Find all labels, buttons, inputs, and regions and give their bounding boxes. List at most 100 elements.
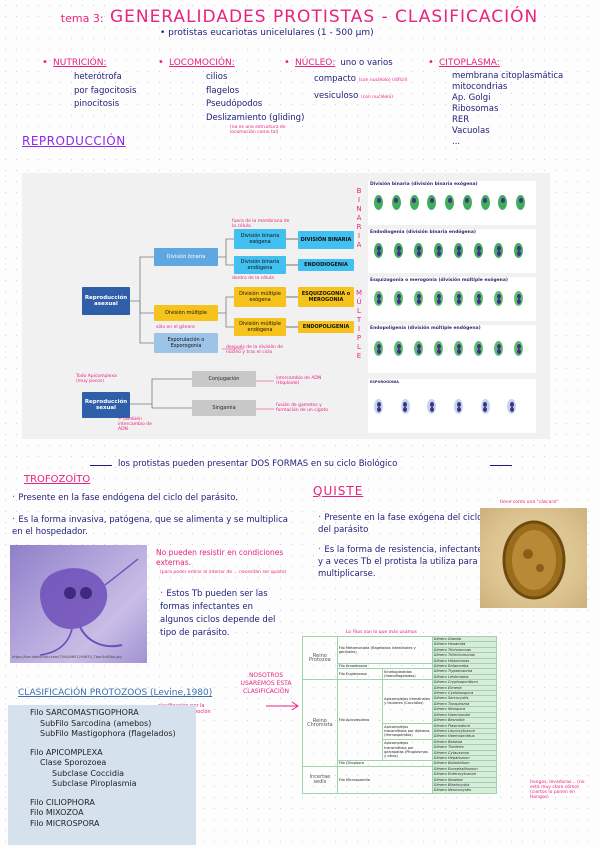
table-note: Lo Filos son lo que más usamos — [346, 630, 417, 635]
genus-cell: Género Tritrichomonas — [431, 652, 498, 659]
cell-icon — [494, 341, 503, 356]
genus-cell: Género Trypanosoma — [431, 668, 498, 675]
cell-icon — [394, 291, 403, 306]
cell-icon — [454, 399, 463, 414]
cell-icon — [427, 399, 437, 414]
subgroup-cell: Apicomplejos transmitidos por garrapatas… — [382, 738, 433, 762]
trofozoito-b2: · Es la forma invasiva, patógena, que se… — [12, 514, 289, 537]
incertae-sedis: Incertae sedis — [302, 765, 338, 794]
panel-esporogonia: ESPOROGONIA — [368, 379, 536, 433]
cell-icon — [494, 243, 503, 258]
cell-icon — [474, 341, 483, 356]
genus-cell: Género Leucocytozoon — [431, 727, 498, 735]
citoplasma-head: CITOPLASMA: — [439, 58, 500, 68]
genus-cell: Género Plasmodium — [431, 722, 498, 729]
genus-cell: Género Entamoeba — [431, 662, 498, 670]
panel-division-binaria: División binaria (división binaria exóge… — [368, 181, 536, 225]
clasificacion-list: Filo SARCOMASTIGOPHORA SubFilo Sarcodina… — [30, 708, 190, 829]
note-binexo: fuera de la membrana de la célula — [232, 219, 290, 229]
cell-icon — [414, 291, 423, 306]
subtitle: • protistas eucariotas unicelulares (1 -… — [160, 28, 374, 38]
cell-icon — [414, 243, 423, 258]
list-item: SubFilo Mastigophora (flagelados) — [40, 729, 176, 738]
diagram-connectors — [130, 238, 433, 410]
table-row: Género Cystoisospora — [303, 690, 498, 697]
list-item: compacto (con nucléolo) (difícil) — [314, 73, 408, 84]
table-row: Género Leishmania — [303, 673, 498, 681]
note-sexual2: + también intercambio de ADN — [118, 417, 152, 432]
genus-cell: Género Neospora — [431, 706, 498, 713]
cell-icon — [434, 341, 443, 356]
table-row: Género Toxoplasma — [303, 700, 498, 708]
nucleo-suffix: uno o varios — [340, 58, 393, 68]
nucleo-block: • NÚCLEO: uno o varios compacto (con nuc… — [284, 50, 408, 104]
list-item: Filo SARCOMASTIGOPHORA — [30, 708, 139, 717]
table-row: Género Histomonas — [303, 657, 498, 665]
quiste-b1: · Presente en la fase exógena del ciclo … — [318, 512, 483, 535]
cell-icon — [391, 195, 401, 210]
cyst-illustration — [502, 520, 566, 600]
banner-text: los protistas pueden presentar DOS FORMA… — [118, 459, 398, 469]
note-singamia: fusión de gametos y formación de un cigo… — [276, 403, 329, 413]
cell-icon — [454, 341, 463, 356]
cell-icon — [494, 291, 503, 306]
reino-chromista: Reino Chromista — [302, 679, 338, 767]
cell-icon — [374, 291, 383, 306]
genus-cell: Género Neumocystis — [431, 787, 498, 794]
list-item: RER — [452, 115, 470, 125]
table-row: Género Neospora — [303, 706, 498, 713]
cell-icon — [474, 291, 483, 306]
cell-icon — [374, 243, 383, 258]
table-row: Género Neumocystis — [303, 787, 498, 794]
node-repro-asexual: Reproducción asexual — [82, 287, 130, 315]
list-item: membrana citoplasmática — [452, 71, 564, 81]
cell-icon — [414, 341, 423, 356]
table-row: Género Hepatozoon — [303, 754, 498, 762]
list-item: Clase Sporozoea — [40, 758, 107, 767]
nucleo-head: NÚCLEO: — [295, 58, 336, 68]
page-title: tema 3: GENERALIDADES PROTISTAS - CLASIF… — [0, 7, 599, 27]
node-binaria-exogena: División binaria exógena — [234, 229, 286, 249]
vert-label-binaria: BINARIA — [355, 187, 363, 250]
trofozoito-title: TROFOZOÍTO — [24, 474, 91, 485]
quiste-title: QUISTE — [313, 484, 364, 498]
genus-cell: Género Besnoitia — [431, 717, 498, 724]
genus-cell: Género Encephalitozoon — [431, 765, 498, 773]
node-multiple-endogena: División múltiple endógena — [234, 318, 286, 336]
cell-icon — [445, 195, 455, 210]
node-singamia: Singamia — [192, 400, 256, 416]
note-binendo: dentro de la célula — [232, 276, 275, 281]
table-row: Género Trichomonas — [303, 646, 498, 654]
table-row: Género Hammondia — [303, 711, 498, 719]
genus-cell: Género Hepatozoon — [431, 754, 498, 762]
trofozoito-note2: (para poder entrar al interior de ... ne… — [160, 570, 287, 575]
list-item: Ribosomas — [452, 104, 499, 114]
list-item: Subclase Coccidia — [52, 768, 125, 778]
table-row: Género Haemoproteus — [303, 733, 498, 740]
genus-cell: Género Haemoproteus — [431, 733, 498, 740]
list-item: cilios — [206, 72, 228, 82]
vert-label-multiple: MÚLTIPLE — [355, 289, 363, 361]
reino-protozoa: Reino Protozoa — [302, 635, 338, 681]
list-item: heterótrofa — [74, 72, 122, 82]
cell-icon — [434, 291, 443, 306]
table-row: Apicomplejos transmitidos por garrapatas… — [303, 738, 498, 762]
panel-title: Esquizogonia o merogonia (división múlti… — [370, 278, 508, 283]
genus-cell: Género Histomonas — [431, 657, 498, 665]
list-item: Vacuolas — [452, 126, 490, 136]
out-esquizogonia: ESQUIZOGONIA o MEROGONIA — [298, 287, 354, 307]
note-conjugacion: intercambio de ADN (Haploide) — [276, 376, 322, 386]
table-row: Apicomplejos transmitidos por dípteros (… — [303, 722, 498, 740]
list-item: Subclase Piroplasmia — [52, 779, 137, 788]
cell-icon — [454, 243, 463, 258]
cell-icon — [427, 195, 437, 210]
genus-cell: Género Toxoplasma — [431, 700, 498, 708]
clasificacion-title: CLASIFICACIÓN PROTOZOOS (Levine,1980) — [18, 688, 213, 698]
filo-cell: Filo Euglenozoa — [336, 668, 384, 681]
banner: los protistas pueden presentar DOS FORMA… — [90, 459, 530, 469]
quiste-photo — [480, 508, 587, 608]
node-multiple-exogena: División múltiple exógena — [234, 287, 286, 307]
filo-cell: Filo Apicomplexa — [336, 679, 384, 762]
citoplasma-block: • CITOPLASMA: membrana citoplasmática mi… — [428, 57, 564, 147]
